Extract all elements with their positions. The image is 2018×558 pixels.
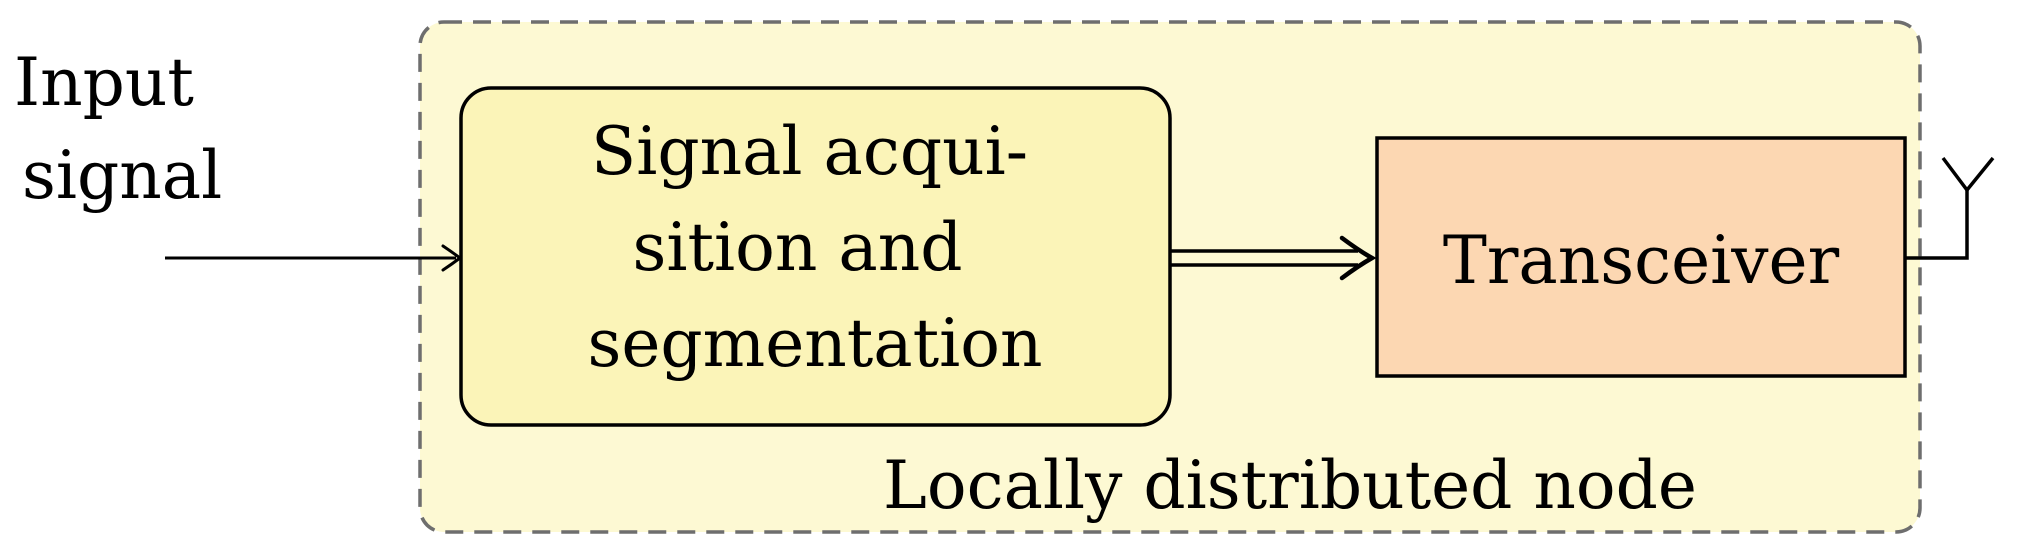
acquisition-block bbox=[459, 86, 1172, 427]
node-group-label: Locally distributed node bbox=[883, 447, 1697, 524]
input-signal-label: Input signal bbox=[14, 44, 222, 214]
transceiver-label: Transceiver bbox=[1443, 222, 1840, 299]
acquisition-block-label: Signal acqui- sition and segmentation bbox=[587, 113, 1049, 382]
input-signal-line-2: signal bbox=[22, 137, 222, 214]
transceiver-block bbox=[1375, 136, 1907, 378]
antenna-icon bbox=[1905, 190, 1969, 260]
acquisition-label-line-1: Signal acqui- bbox=[591, 113, 1028, 190]
data-arrow-head bbox=[1339, 235, 1377, 281]
antenna-head bbox=[1941, 156, 1995, 193]
acquisition-label-line-2: sition and bbox=[633, 209, 963, 286]
input-signal-line-1: Input bbox=[14, 44, 194, 121]
acquisition-label-line-3: segmentation bbox=[587, 305, 1042, 382]
